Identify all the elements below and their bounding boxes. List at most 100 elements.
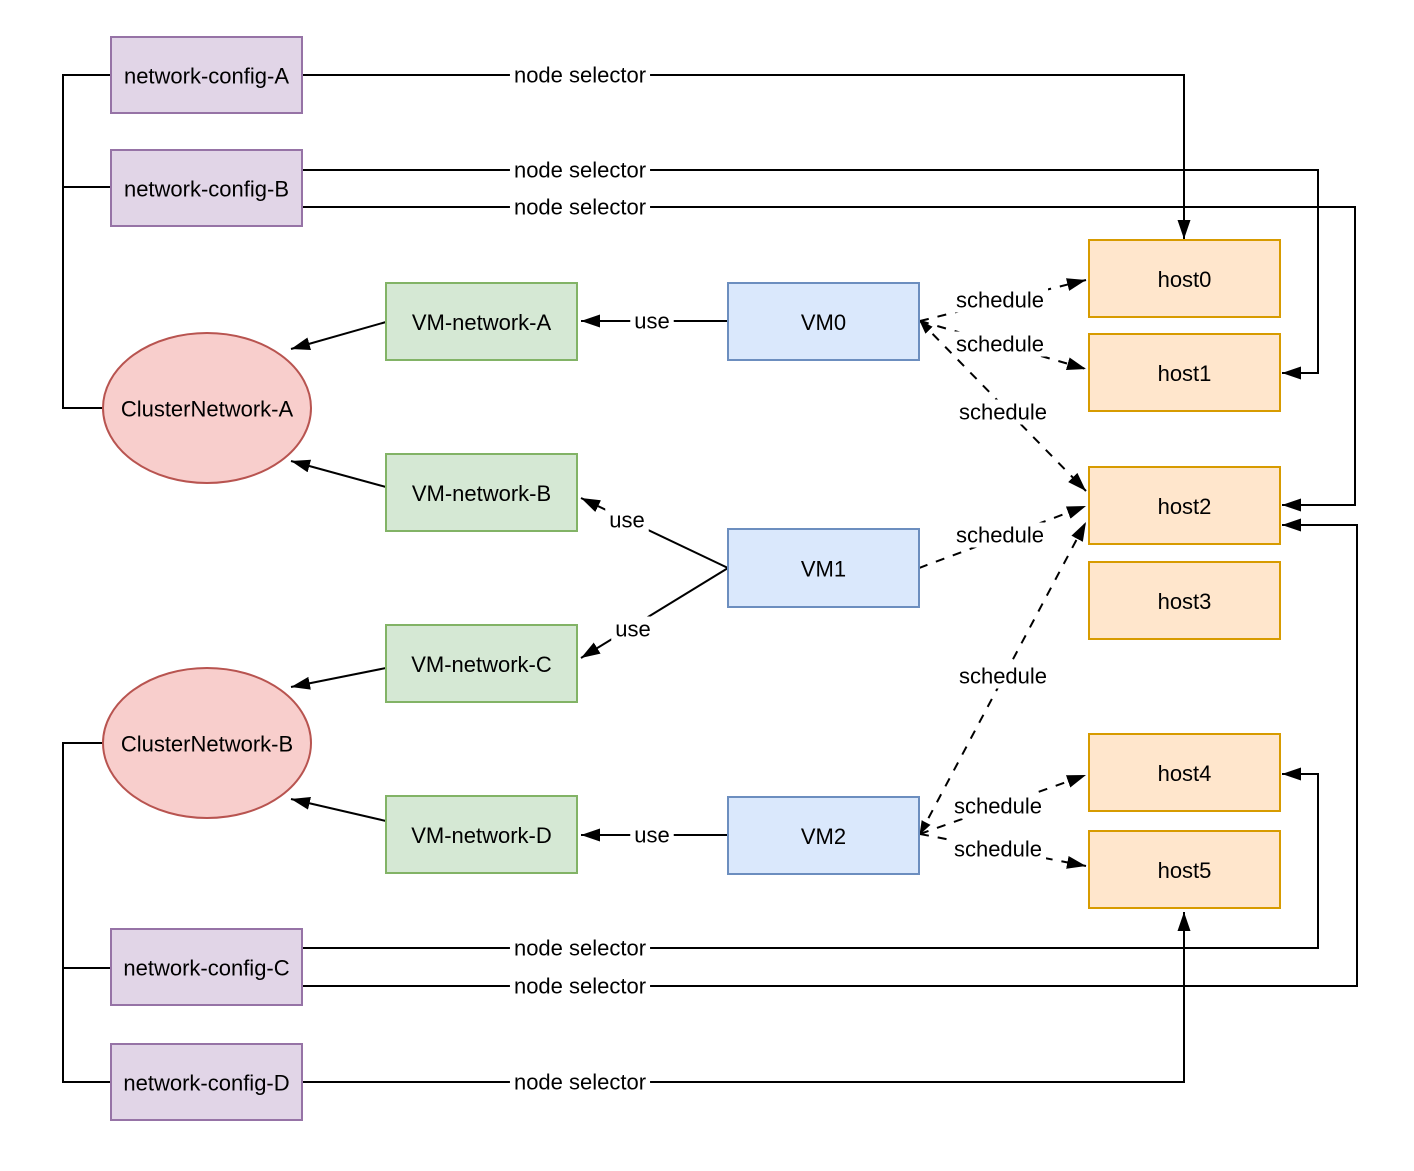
edge-vmnetC-clusterB <box>290 667 387 690</box>
edge-label-text: node selector <box>514 936 646 961</box>
host0-shape <box>1088 239 1281 318</box>
VM-network-A-shape <box>385 282 578 361</box>
node-network-config-A: network-config-A <box>110 36 303 114</box>
network-config-D-shape <box>110 1043 303 1121</box>
edge-label-vm0-host2: schedule <box>954 399 1052 425</box>
node-label-host3: host3 <box>1158 589 1212 614</box>
node-VM-network-D: VM-network-D <box>385 795 578 874</box>
edge-label-vm1-host2: schedule <box>951 522 1049 548</box>
node-label-network-config-B: network-config-B <box>124 177 289 202</box>
edge-label-text: use <box>615 617 650 642</box>
node-label-VM1: VM1 <box>801 557 846 582</box>
node-VM2: VM2 <box>727 796 920 875</box>
label-background <box>509 973 651 999</box>
edge-ncB-host1 <box>302 169 1319 380</box>
label-background <box>954 663 1052 689</box>
ClusterNetwork-A-shape <box>102 332 312 484</box>
node-network-config-D: network-config-D <box>110 1043 303 1121</box>
edge-label-text: node selector <box>514 63 646 88</box>
label-background <box>630 308 674 334</box>
node-network-config-B: network-config-B <box>110 149 303 227</box>
node-host1: host1 <box>1088 333 1281 412</box>
edge-label-vm1-vmnetB: use <box>605 507 649 533</box>
node-label-network-config-C: network-config-C <box>123 956 289 981</box>
edge-label-ncB-host2: node selector <box>509 194 651 220</box>
network-config-A-shape <box>110 36 303 114</box>
label-background <box>949 836 1047 862</box>
node-host4: host4 <box>1088 733 1281 812</box>
edge-label-text: schedule <box>956 523 1044 548</box>
edge-ncB-host2 <box>302 206 1356 512</box>
node-VM-network-C: VM-network-C <box>385 624 578 703</box>
node-host5: host5 <box>1088 830 1281 909</box>
node-label-VM-network-C: VM-network-C <box>411 652 552 677</box>
node-label-VM-network-B: VM-network-B <box>412 481 551 506</box>
label-background <box>605 507 649 533</box>
edge-label-text: use <box>609 508 644 533</box>
edge-label-text: schedule <box>959 400 1047 425</box>
edge-label-ncC-host4: node selector <box>509 935 651 961</box>
edge-ncA-host0 <box>302 74 1191 239</box>
edge-vmnetB-clusterA <box>290 459 387 488</box>
node-label-network-config-A: network-config-A <box>124 64 289 89</box>
node-host3: host3 <box>1088 561 1281 640</box>
label-background <box>951 331 1049 357</box>
label-background <box>611 616 655 642</box>
host4-shape <box>1088 733 1281 812</box>
edge-vmnetD-clusterB <box>290 796 387 822</box>
edge-label-ncC-host2: node selector <box>509 973 651 999</box>
edge-label-text: node selector <box>514 1070 646 1095</box>
host1-shape <box>1088 333 1281 412</box>
VM2-shape <box>727 796 920 875</box>
node-label-network-config-D: network-config-D <box>123 1071 289 1096</box>
edge-label-text: schedule <box>956 332 1044 357</box>
edge-vm1-host2 <box>918 505 1087 569</box>
label-background <box>954 399 1052 425</box>
node-label-host5: host5 <box>1158 858 1212 883</box>
label-background <box>951 287 1049 313</box>
edge-label-vm2-host2: schedule <box>954 663 1052 689</box>
VM0-shape <box>727 282 920 361</box>
node-label-host4: host4 <box>1158 761 1212 786</box>
edge-label-vm2-host5: schedule <box>949 836 1047 862</box>
edge-label-text: schedule <box>954 794 1042 819</box>
node-VM-network-A: VM-network-A <box>385 282 578 361</box>
ClusterNetwork-B-shape <box>102 667 312 819</box>
node-VM1: VM1 <box>727 528 920 608</box>
label-background <box>951 522 1049 548</box>
edge-ncC-host4 <box>302 767 1319 949</box>
node-label-VM-network-A: VM-network-A <box>412 310 552 335</box>
node-label-VM2: VM2 <box>801 824 846 849</box>
edge-label-vm0-host1: schedule <box>951 331 1049 357</box>
host3-shape <box>1088 561 1281 640</box>
edge-label-vm2-host4: schedule <box>949 793 1047 819</box>
edge-label-text: use <box>634 309 669 334</box>
node-label-ClusterNetwork-A: ClusterNetwork-A <box>121 397 294 422</box>
VM-network-D-shape <box>385 795 578 874</box>
edge-label-text: use <box>634 823 669 848</box>
edge-ncC-host2 <box>302 518 1358 987</box>
node-label-VM-network-D: VM-network-D <box>411 823 552 848</box>
label-background <box>509 62 651 88</box>
connector-rail-configA-clusterA <box>62 74 111 409</box>
label-background <box>949 793 1047 819</box>
edge-label-vm0-vmnetA: use <box>630 308 674 334</box>
node-VM0: VM0 <box>727 282 920 361</box>
edge-label-ncB-host1: node selector <box>509 157 651 183</box>
label-background <box>509 1069 651 1095</box>
node-host2: host2 <box>1088 466 1281 545</box>
edge-vm1-vmnetB <box>580 497 729 569</box>
node-label-host2: host2 <box>1158 494 1212 519</box>
VM-network-C-shape <box>385 624 578 703</box>
edge-label-ncD-host5: node selector <box>509 1069 651 1095</box>
label-background <box>509 194 651 220</box>
node-network-config-C: network-config-C <box>110 928 303 1006</box>
edge-label-vm2-vmnetD: use <box>630 822 674 848</box>
VM1-shape <box>727 528 920 608</box>
VM-network-B-shape <box>385 453 578 532</box>
edge-label-text: node selector <box>514 974 646 999</box>
connector-rail-clusterB-configD <box>62 742 111 1083</box>
edge-label-ncA-host0: node selector <box>509 62 651 88</box>
edge-vm0-host2 <box>919 320 1087 492</box>
